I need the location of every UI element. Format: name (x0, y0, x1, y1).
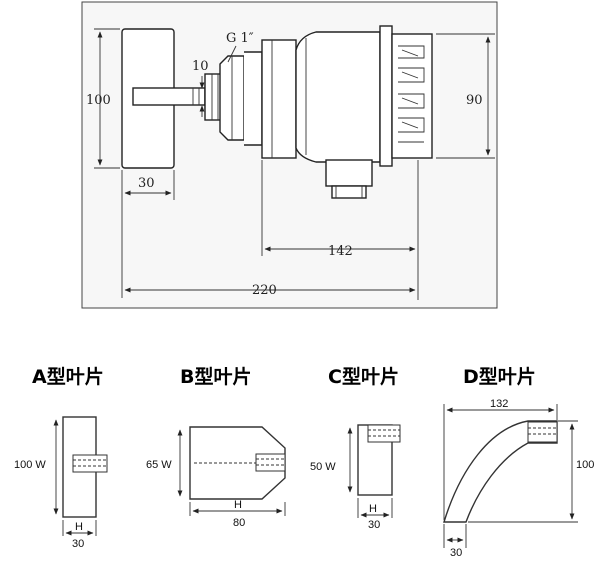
blade-a: A型叶片 100 W H 30 (14, 365, 108, 550)
blade-b-h-value: 80 (233, 517, 245, 529)
dim-100: 100 (86, 28, 120, 169)
blade-a-clamp (72, 454, 108, 473)
thread-label: G 1″ (226, 31, 254, 46)
dim-30: 30 (121, 170, 175, 200)
blade-a-w-label: 100 W (14, 459, 46, 471)
dim-90: 90 (436, 33, 495, 159)
dim-10-label: 10 (192, 59, 209, 74)
dim-142-label: 142 (328, 244, 353, 259)
blade-a-title: A型叶片 (32, 365, 104, 388)
blade-d-body (443, 420, 558, 523)
blade-c-h-label: H (369, 503, 377, 515)
dim-30-label: 30 (138, 176, 155, 191)
blade-d-bottom-label: 30 (450, 547, 462, 559)
thread-leader (227, 45, 237, 63)
blade-d-clamp (527, 421, 558, 443)
blade-a-h-value: 30 (72, 538, 84, 550)
blade-b-body (189, 426, 286, 500)
blade-b: B型叶片 65 W H 80 (146, 365, 286, 529)
dim-10: 10 (192, 59, 209, 117)
dim-220-label: 220 (252, 283, 277, 298)
thread-coupling (204, 39, 297, 159)
blade-b-title: B型叶片 (180, 365, 251, 388)
blade-d-title: D型叶片 (463, 365, 536, 388)
blade-b-clamp (255, 453, 286, 472)
dim-100-label: 100 (86, 93, 111, 108)
top-drawing: G 1″ 10 100 90 30 (81, 1, 498, 309)
blade-b-h-label: H (234, 499, 242, 511)
dim-142: 142 (261, 160, 419, 300)
blade-c-w-label: 50 W (310, 461, 336, 473)
blade-d: D型叶片 132 100 30 (443, 365, 594, 559)
blade-d-side-label: 100 (576, 459, 594, 471)
blade-b-w-label: 65 W (146, 459, 172, 471)
blade-d-top-label: 132 (490, 398, 508, 410)
blade-c: C型叶片 50 W H 30 (310, 365, 401, 531)
dim-220: 220 (121, 200, 416, 298)
blade-a-h-label: H (75, 521, 83, 533)
housing (295, 25, 433, 199)
blade-c-h-value: 30 (368, 519, 380, 531)
blade-c-title: C型叶片 (328, 365, 399, 388)
dim-90-label: 90 (466, 93, 483, 108)
blade-c-clamp (367, 424, 401, 443)
